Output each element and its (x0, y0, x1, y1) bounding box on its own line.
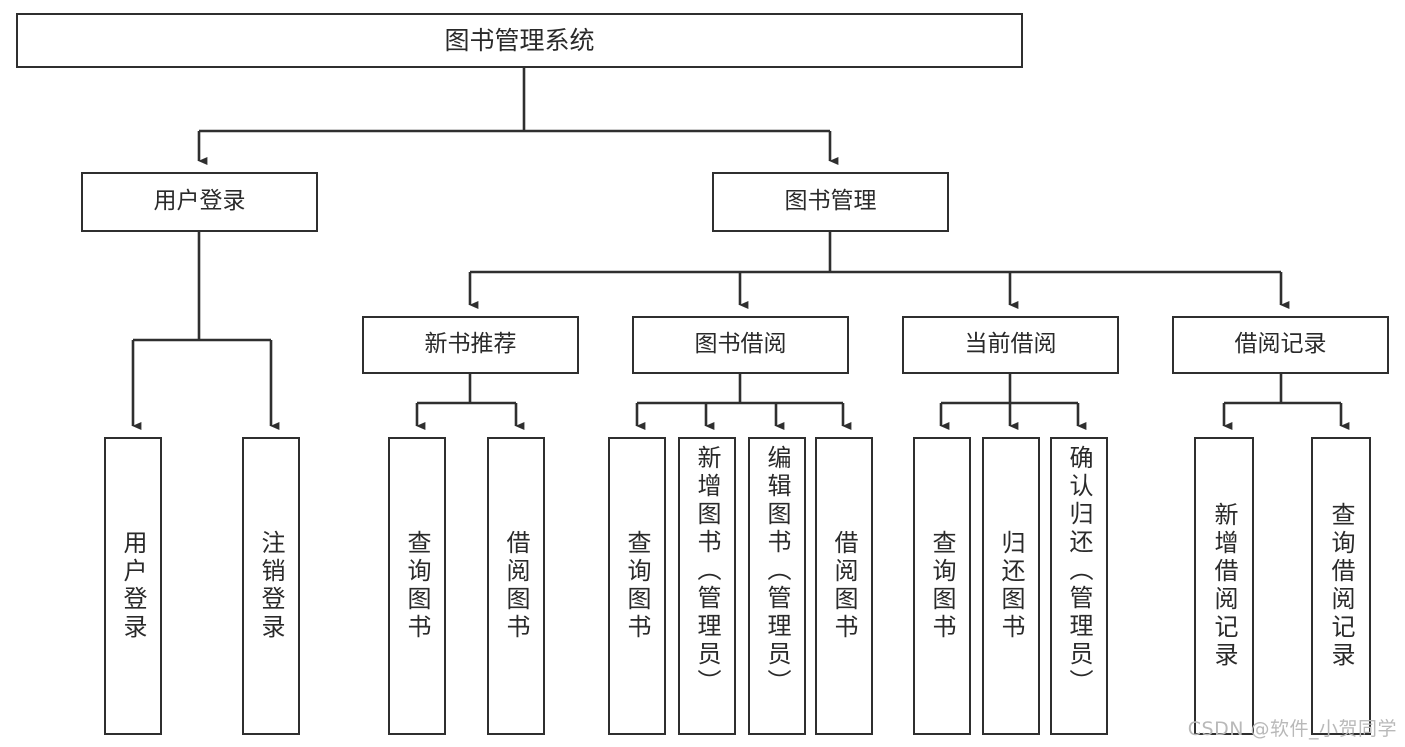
node-label: 新书推荐 (424, 331, 517, 358)
node-label: 借阅图书 (502, 530, 530, 642)
node-new-book-recommend[interactable]: 新书推荐 (362, 316, 579, 374)
node-current-borrow[interactable]: 当前借阅 (902, 316, 1119, 374)
node-label: 借阅记录 (1234, 331, 1327, 358)
node-book-borrow[interactable]: 图书借阅 (632, 316, 849, 374)
leaf-confirm-return-admin[interactable]: 确认归还（管理员） (1050, 437, 1108, 735)
leaf-query-book-borrow[interactable]: 查询图书 (608, 437, 666, 735)
node-label: 借阅图书 (830, 530, 858, 642)
node-user-login[interactable]: 用户登录 (81, 172, 318, 232)
node-label: 注销登录 (257, 530, 285, 642)
leaf-borrow-book-borrow[interactable]: 借阅图书 (815, 437, 873, 735)
node-label: 用户登录 (153, 188, 246, 215)
node-label: 编辑图书（管理员） (763, 445, 791, 697)
node-label: 查询图书 (403, 530, 431, 642)
leaf-query-borrow-record[interactable]: 查询借阅记录 (1311, 437, 1371, 735)
leaf-add-borrow-record[interactable]: 新增借阅记录 (1194, 437, 1254, 735)
leaf-edit-book-admin[interactable]: 编辑图书（管理员） (748, 437, 806, 735)
node-label: 查询图书 (623, 530, 651, 642)
leaf-return-book[interactable]: 归还图书 (982, 437, 1040, 735)
node-label: 新增借阅记录 (1210, 502, 1238, 670)
leaf-borrow-book-recommend[interactable]: 借阅图书 (487, 437, 545, 735)
leaf-add-book-admin[interactable]: 新增图书（管理员） (678, 437, 736, 735)
leaf-logout[interactable]: 注销登录 (242, 437, 300, 735)
leaf-query-book-recommend[interactable]: 查询图书 (388, 437, 446, 735)
node-label: 查询借阅记录 (1327, 502, 1355, 670)
node-book-management[interactable]: 图书管理 (712, 172, 949, 232)
node-label: 图书管理 (784, 188, 877, 215)
node-label: 图书管理系统 (444, 25, 595, 55)
node-label: 当前借阅 (964, 331, 1057, 358)
node-label: 图书借阅 (694, 331, 787, 358)
node-root-book-management-system[interactable]: 图书管理系统 (16, 13, 1023, 68)
node-label: 确认归还（管理员） (1065, 445, 1093, 697)
node-label: 归还图书 (997, 530, 1025, 642)
node-label: 用户登录 (119, 530, 147, 642)
node-label: 查询图书 (928, 530, 956, 642)
node-borrow-record[interactable]: 借阅记录 (1172, 316, 1389, 374)
leaf-user-login[interactable]: 用户登录 (104, 437, 162, 735)
node-label: 新增图书（管理员） (693, 445, 721, 697)
csdn-watermark: CSDN @软件_小贺同学 (1187, 718, 1397, 740)
leaf-query-book-current[interactable]: 查询图书 (913, 437, 971, 735)
